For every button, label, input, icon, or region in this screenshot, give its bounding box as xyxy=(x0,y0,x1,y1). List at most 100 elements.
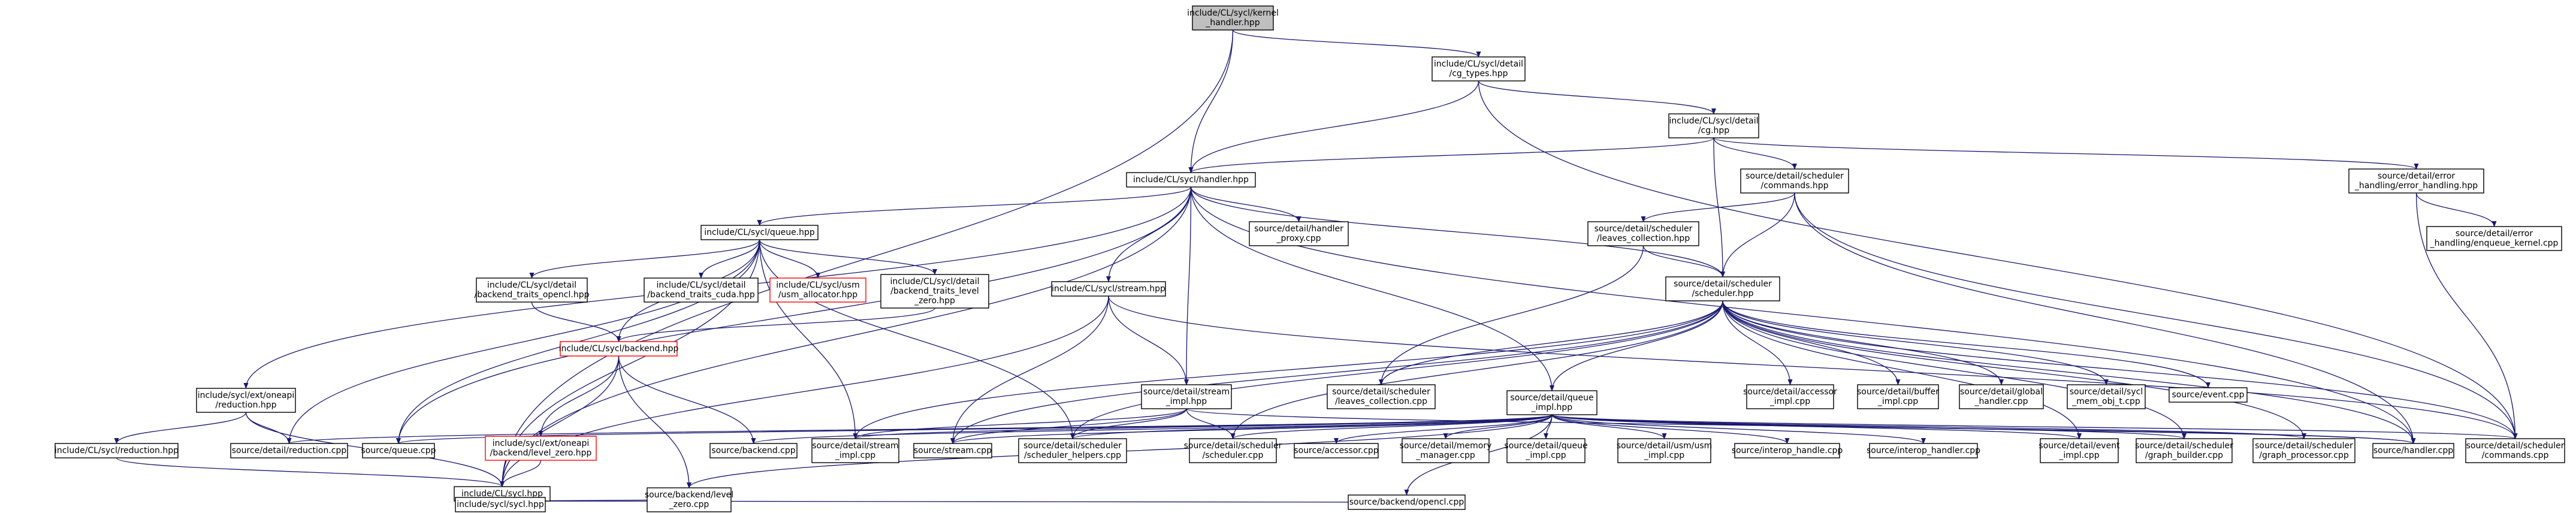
node-stream-hpp[interactable]: include/CL/sycl/stream.hpp xyxy=(1051,281,1166,297)
node-label-line: source/detail/scheduler xyxy=(2135,441,2233,451)
node-label-line: include/sycl/ext/oneapi xyxy=(198,391,295,400)
node-box xyxy=(644,277,759,303)
node-box xyxy=(1126,172,1256,188)
node-handler-proxy[interactable]: source/detail/handler_proxy.cpp xyxy=(1249,221,1349,246)
node-label-line: _zero.cpp xyxy=(669,500,709,509)
node-stream-impl-hpp[interactable]: source/detail/stream_impl.hpp xyxy=(1141,384,1232,409)
edge-handler-hpp-to-scheduler-hpp xyxy=(1190,186,1725,277)
edge-cl-reduction-to-sycl-hpp xyxy=(116,457,505,487)
node-usm-allocator[interactable]: include/CL/sycl/usm/usm_allocator.hpp xyxy=(769,277,866,303)
node-box xyxy=(2169,387,2248,403)
node-label-line: include/CL/sycl/usm xyxy=(776,280,859,290)
node-queue-hpp[interactable]: include/CL/sycl/queue.hpp xyxy=(700,225,819,240)
node-ext-reduction[interactable]: include/sycl/ext/oneapi/reduction.hpp xyxy=(196,388,296,413)
node-box xyxy=(1587,221,1699,246)
node-box xyxy=(1665,276,1780,301)
node-label-line: source/detail/reduction.cpp xyxy=(232,446,347,455)
node-usm-impl[interactable]: source/detail/usm/usm_impl.cpp xyxy=(1617,438,1713,463)
node-box xyxy=(2136,438,2233,463)
edge-layer xyxy=(114,29,2518,505)
node-backend-hpp[interactable]: include/CL/sycl/backend.hpp xyxy=(559,341,679,357)
node-queue-impl-hpp[interactable]: source/detail/queue_impl.hpp xyxy=(1506,390,1597,415)
node-label-line: /cg.hpp xyxy=(1698,126,1730,135)
node-mem-obj-t[interactable]: source/detail/sycl_mem_obj_t.cpp xyxy=(2067,384,2146,409)
edge-scheduler-hpp-to-commands-cpp xyxy=(1722,300,2518,439)
node-label-line: /scheduler_helpers.cpp xyxy=(1024,451,1121,460)
node-scheduler-cpp[interactable]: source/detail/scheduler/scheduler.cpp xyxy=(1184,438,1282,463)
node-cl-reduction[interactable]: include/CL/sycl/reduction.hpp xyxy=(55,443,179,458)
node-label-line: _mem_obj_t.cpp xyxy=(2071,397,2140,406)
node-event-cpp[interactable]: source/event.cpp xyxy=(2169,387,2248,403)
node-backend-cpp[interactable]: source/backend.cpp xyxy=(709,443,798,458)
node-box xyxy=(1141,384,1232,409)
node-graph-processor[interactable]: source/detail/scheduler/graph_processor.… xyxy=(2252,438,2355,463)
node-label-line: source/detail/scheduler xyxy=(2466,441,2565,451)
edge-backend-hpp-to-backend-cpp xyxy=(618,355,756,444)
node-global-handler[interactable]: source/detail/global_handler.cpp xyxy=(1959,384,2044,409)
node-accessor-cpp[interactable]: source/accessor.cpp xyxy=(1294,443,1379,458)
node-interop-handle[interactable]: source/interop_handle.cpp xyxy=(1732,443,1843,458)
node-ext-level-zero[interactable]: include/sycl/ext/oneapi/backend/level_ze… xyxy=(485,436,597,461)
node-bt-opencl[interactable]: include/CL/sycl/detail/backend_traits_op… xyxy=(475,277,590,303)
node-label-line: include/CL/sycl/reduction.hpp xyxy=(55,446,179,455)
node-accessor-impl[interactable]: source/detail/accessor_impl.cpp xyxy=(1743,384,1837,409)
node-label-line: source/detail/global xyxy=(1960,387,2043,397)
node-leaves-cpp[interactable]: source/detail/scheduler/leaves_collectio… xyxy=(1327,384,1436,409)
node-handler-hpp[interactable]: include/CL/sycl/handler.hpp xyxy=(1126,172,1256,188)
node-cg-types[interactable]: include/CL/sycl/detail/cg_types.hpp xyxy=(1432,56,1526,82)
node-queue-cpp[interactable]: source/queue.cpp xyxy=(361,443,436,458)
node-label-line: /usm_allocator.hpp xyxy=(778,290,857,300)
node-handler-cpp[interactable]: source/handler.cpp xyxy=(2372,443,2454,458)
node-memory-manager[interactable]: source/detail/memory_manager.cpp xyxy=(1400,438,1492,463)
node-enqueue-kernel[interactable]: source/detail/error_handling/enqueue_ker… xyxy=(2426,226,2562,251)
edge-scheduler-hpp-to-event-cpp xyxy=(1722,300,2210,388)
node-box xyxy=(196,388,296,413)
edge-queue-impl-hpp-to-stream-cpp xyxy=(950,414,1553,444)
node-box xyxy=(811,438,899,463)
node-detail-reduction[interactable]: source/detail/reduction.cpp xyxy=(230,443,348,458)
node-label-line: include/CL/sycl/detail xyxy=(890,277,980,286)
node-level-zero-cpp[interactable]: source/backend/level_zero.cpp xyxy=(645,487,733,512)
node-leaves-hpp[interactable]: source/detail/scheduler/leaves_collectio… xyxy=(1587,221,1699,246)
node-scheduler-helpers[interactable]: source/detail/scheduler/scheduler_helper… xyxy=(1018,438,1127,463)
node-commands-cpp[interactable]: source/detail/scheduler/commands.cpp xyxy=(2465,438,2565,463)
node-box xyxy=(1740,168,1849,194)
node-label-line: source/detail/scheduler xyxy=(1674,279,1772,289)
node-bt-cuda[interactable]: include/CL/sycl/detail/backend_traits_cu… xyxy=(644,277,759,303)
edge-queue-impl-hpp-to-interop-handler xyxy=(1551,414,1926,444)
edge-scheduler-hpp-to-accessor-impl xyxy=(1722,300,1793,385)
node-graph-builder[interactable]: source/detail/scheduler/graph_builder.cp… xyxy=(2135,438,2233,463)
edge-stream-impl-hpp-to-stream-impl-cpp xyxy=(853,408,1187,439)
edge-queue-hpp-to-scheduler-helpers xyxy=(759,239,1075,439)
node-stream-impl-cpp[interactable]: source/detail/stream_impl.cpp xyxy=(811,438,899,463)
edge-commands-hpp-to-commands-cpp xyxy=(1794,192,2518,439)
node-box xyxy=(2348,168,2484,194)
node-opencl-cpp[interactable]: source/backend/opencl.cpp xyxy=(1348,494,1466,510)
node-event-impl[interactable]: source/detail/event_impl.cpp xyxy=(2039,438,2120,463)
node-label-line: source/backend/level xyxy=(645,490,733,500)
node-box xyxy=(1018,438,1127,463)
node-queue-impl-cpp[interactable]: source/detail/queue_impl.cpp xyxy=(1504,438,1588,463)
node-error-handling-hpp[interactable]: source/detail/error_handling/error_handl… xyxy=(2348,168,2484,194)
node-scheduler-hpp[interactable]: source/detail/scheduler/scheduler.hpp xyxy=(1665,276,1780,301)
node-label-line: /reduction.hpp xyxy=(215,400,276,410)
node-label-line: _handler.cpp xyxy=(1974,397,2028,406)
node-bt-level-zero[interactable]: include/CL/sycl/detail/backend_traits_le… xyxy=(880,274,989,309)
node-label-line: source/detail/event xyxy=(2039,441,2120,451)
node-box xyxy=(769,277,866,303)
node-stream-cpp[interactable]: source/stream.cpp xyxy=(913,443,992,458)
edge-handler-hpp-to-stream-hpp xyxy=(1106,186,1192,282)
edge-scheduler-hpp-to-graph-processor xyxy=(1722,300,2306,439)
node-kernel-handler[interactable]: include/CL/sycl/kernel_handler.hpp xyxy=(1187,5,1279,31)
node-buffer-impl[interactable]: source/detail/buffer_impl.cpp xyxy=(1857,384,1939,409)
node-box xyxy=(1506,438,1586,463)
node-label-line: /graph_builder.cpp xyxy=(2145,451,2223,460)
edge-cg-types-to-handler-hpp xyxy=(1188,80,1479,173)
node-box xyxy=(1734,443,1840,458)
edge-queue-impl-hpp-to-handler-cpp xyxy=(1551,414,2415,444)
node-interop-handler[interactable]: source/interop_handler.cpp xyxy=(1867,443,1980,458)
node-commands-hpp[interactable]: source/detail/scheduler/commands.hpp xyxy=(1740,168,1849,194)
node-label-line: _impl.hpp xyxy=(1531,403,1573,412)
node-cg[interactable]: include/CL/sycl/detail/cg.hpp xyxy=(1668,113,1759,138)
node-sycl-sycl-hpp[interactable]: include/sycl/sycl.hpp xyxy=(455,497,546,512)
